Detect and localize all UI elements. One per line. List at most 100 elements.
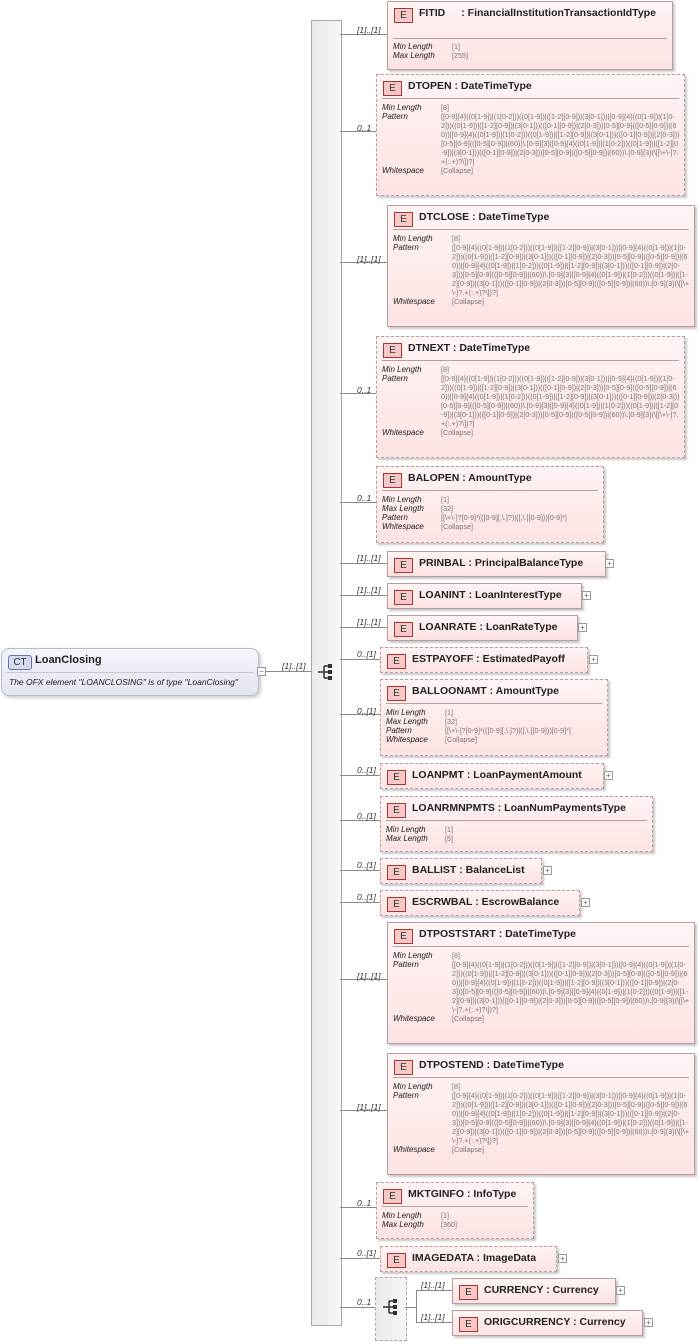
prop-label: Pattern [382, 374, 408, 383]
connector-line [340, 627, 387, 628]
element-title: ORIGCURRENCY : Currency [484, 1316, 626, 1328]
prop-value: [8] [452, 234, 460, 243]
element-name: MKTGINFO [408, 1188, 464, 1200]
element-name: ESCRWBAL [412, 896, 473, 908]
element-dtopen[interactable]: E DTOPEN : DateTimeType Min Length[8] Pa… [376, 74, 685, 196]
prop-label: Min Length [382, 103, 422, 112]
element-title: FITID: FinancialInstitutionTransactionId… [419, 7, 669, 19]
element-type: : FinancialInstitutionTransactionIdType [461, 7, 656, 19]
prop-label: Pattern [386, 726, 412, 735]
prop-label: Min Length [386, 708, 426, 717]
prop-value: [5] [445, 834, 453, 843]
element-escrwbal[interactable]: E ESCRWBAL : EscrowBalance [380, 890, 580, 916]
connector-line [340, 820, 380, 821]
prop-value: [Collapse] [441, 522, 473, 531]
element-type: DateTimeType [505, 928, 576, 940]
expand-icon[interactable]: + [605, 559, 614, 568]
prop-label: Max Length [393, 51, 435, 60]
element-name: CURRENCY [484, 1284, 544, 1296]
element-prinbal[interactable]: E PRINBAL : PrincipalBalanceType [387, 551, 606, 577]
choice-icon [382, 1298, 400, 1321]
element-title: IMAGEDATA : ImageData [412, 1252, 537, 1264]
expand-icon[interactable]: + [578, 623, 587, 632]
element-dtpostend[interactable]: E DTPOSTEND : DateTimeType Min Length[8]… [387, 1053, 695, 1175]
element-loanrate[interactable]: E LOANRATE : LoanRateType [387, 615, 578, 641]
element-type: Currency [552, 1284, 599, 1296]
prop-label: Max Length [386, 834, 428, 843]
expand-icon[interactable]: + [581, 898, 590, 907]
element-cardinality: 0..[1] [357, 765, 376, 775]
element-cardinality: 0..1 [357, 1198, 372, 1208]
element-fitid[interactable]: E FITID: FinancialInstitutionTransaction… [387, 1, 673, 70]
prop-label: Min Length [382, 495, 422, 504]
prop-value: [1] [445, 825, 453, 834]
element-cardinality: [1]..[1] [421, 1312, 445, 1322]
element-badge: E [459, 1285, 478, 1300]
element-cardinality: 0..[1] [357, 706, 376, 716]
expand-icon[interactable]: + [616, 1286, 625, 1295]
element-imagedata[interactable]: E IMAGEDATA : ImageData [380, 1246, 557, 1272]
element-name: BALOPEN [408, 472, 460, 484]
connector-line [340, 1258, 380, 1259]
element-badge: E [394, 212, 413, 227]
element-badge: E [387, 865, 406, 880]
element-type: LoanNumPaymentsType [504, 802, 626, 814]
element-title: LOANPMT : LoanPaymentAmount [412, 769, 582, 781]
element-name: DTPOSTSTART [419, 928, 496, 940]
element-title: CURRENCY : Currency [484, 1284, 599, 1296]
prop-value: [[0-9]{4}((0[1-9])|(1[0-2]))((0[1-9])|([… [441, 112, 680, 166]
element-cardinality: 0..1 [357, 493, 372, 503]
element-badge: E [394, 1060, 413, 1075]
prop-label: Whitespace [382, 428, 424, 437]
element-estpayoff[interactable]: E ESTPAYOFF : EstimatedPayoff [380, 647, 588, 673]
element-mktginfo[interactable]: E MKTGINFO : InfoType Min Length[1] Max … [376, 1182, 534, 1239]
element-loanpmt[interactable]: E LOANPMT : LoanPaymentAmount [380, 763, 604, 789]
prop-value: [1] [452, 42, 460, 51]
element-name: LOANRATE [419, 621, 477, 633]
element-balloonamt[interactable]: E BALLOONAMT : AmountType Min Length[1] … [380, 679, 608, 756]
element-balopen[interactable]: E BALOPEN : AmountType Min Length[1] Max… [376, 466, 604, 543]
element-title: ESTPAYOFF : EstimatedPayoff [412, 653, 565, 665]
element-origcurrency[interactable]: E ORIGCURRENCY : Currency [452, 1310, 643, 1336]
element-badge: E [394, 590, 413, 605]
element-badge: E [459, 1317, 478, 1332]
element-badge: E [394, 929, 413, 944]
element-currency[interactable]: E CURRENCY : Currency [452, 1278, 616, 1304]
element-title: ESCRWBAL : EscrowBalance [412, 896, 560, 908]
element-cardinality: 0..1 [357, 385, 372, 395]
element-ballist[interactable]: E BALLIST : BalanceList [380, 858, 542, 884]
collapse-icon[interactable]: − [257, 667, 266, 676]
divider [382, 490, 598, 491]
element-dtpoststart[interactable]: E DTPOSTSTART : DateTimeType Min Length[… [387, 922, 695, 1044]
element-title: DTCLOSE : DateTimeType [419, 211, 550, 223]
expand-icon[interactable]: + [644, 1318, 653, 1327]
element-cardinality: 0..1 [357, 123, 372, 133]
element-dtclose[interactable]: E DTCLOSE : DateTimeType Min Length[8] P… [387, 205, 695, 327]
prop-label: Min Length [393, 951, 433, 960]
prop-value: [[0-9]{4}((0[1-9])|(1[0-2]))((0[1-9])|([… [452, 1091, 690, 1145]
divider [386, 820, 647, 821]
prop-value: [[0-9]{4}((0[1-9])|(1[0-2]))((0[1-9])|([… [441, 374, 680, 428]
complex-type-loanclosing[interactable]: CT LoanClosing The OFX element "LOANCLOS… [1, 648, 259, 696]
element-cardinality: [1]..[1] [357, 25, 381, 35]
expand-icon[interactable]: + [589, 655, 598, 664]
element-badge: E [387, 897, 406, 912]
prop-label: Pattern [393, 243, 419, 252]
expand-icon[interactable]: + [582, 591, 591, 600]
complex-type-badge: CT [8, 655, 32, 670]
expand-icon[interactable]: + [558, 1254, 567, 1263]
element-loanint[interactable]: E LOANINT : LoanInterestType [387, 583, 582, 609]
element-type: AmountType [495, 685, 559, 697]
element-loanrmnpmts[interactable]: E LOANRMNPMTS : LoanNumPaymentsType Min … [380, 796, 653, 852]
expand-icon[interactable]: + [543, 866, 552, 875]
expand-icon[interactable]: + [604, 771, 613, 780]
element-cardinality: 0..[1] [357, 860, 376, 870]
element-cardinality: 0..[1] [357, 811, 376, 821]
element-cardinality: [1]..[1] [357, 617, 381, 627]
element-dtnext[interactable]: E DTNEXT : DateTimeType Min Length[8] Pa… [376, 336, 685, 458]
element-name: DTPOSTEND [419, 1059, 484, 1071]
element-type: DateTimeType [493, 1059, 564, 1071]
connector-line [405, 1307, 416, 1308]
prop-label: Pattern [382, 112, 408, 121]
divider [382, 98, 679, 99]
